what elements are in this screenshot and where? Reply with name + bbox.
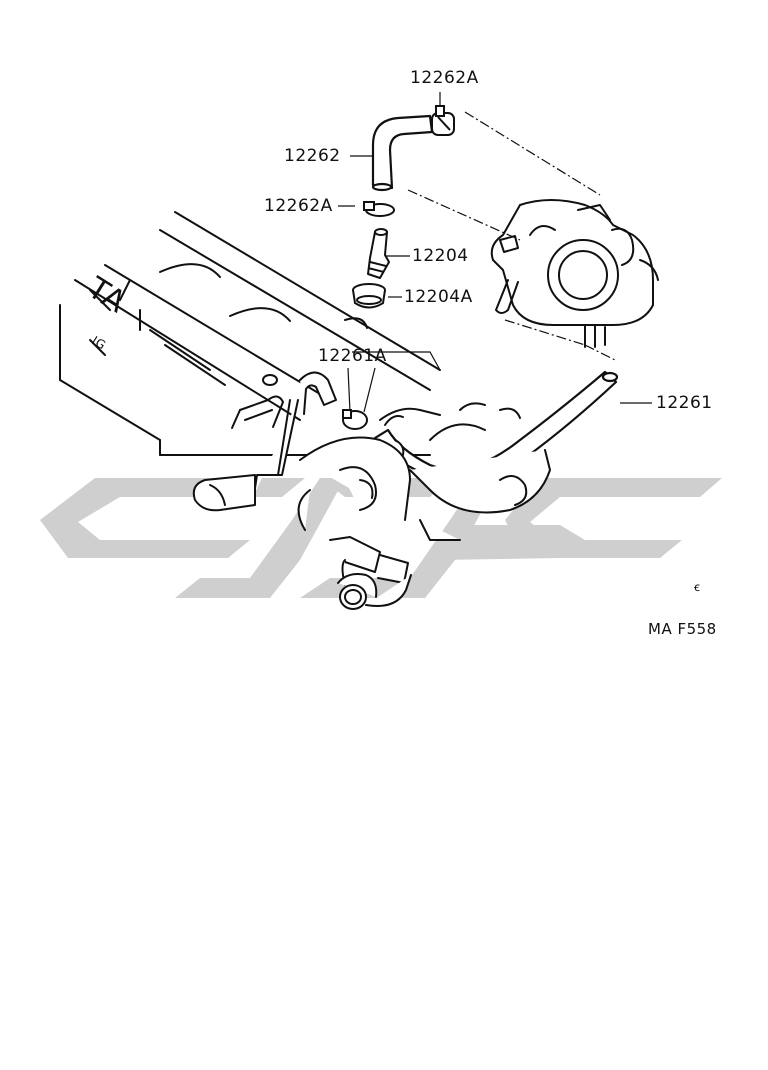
leader-lines (338, 92, 652, 413)
throttle-body (490, 199, 659, 348)
part-label-12262A-mid[interactable]: 12262A (264, 196, 333, 216)
small-mark: ꞓ (694, 580, 701, 594)
valve-12204 (367, 228, 390, 279)
part-label-12262[interactable]: 12262 (284, 146, 341, 166)
clamp-12261A (342, 409, 368, 430)
engine-head-cover (59, 211, 441, 456)
part-label-12261A[interactable]: 12261A (318, 346, 387, 366)
part-label-12204A[interactable]: 12204A (404, 287, 473, 307)
water-outlet-assembly (192, 371, 551, 610)
hose-12262 (371, 114, 434, 192)
clamp-12262A-top (431, 105, 455, 136)
part-label-12204[interactable]: 12204 (412, 246, 469, 266)
diagram-code: MA F558 (648, 620, 717, 638)
grommet-12204A (352, 283, 386, 309)
part-label-12262A-top[interactable]: 12262A (410, 68, 479, 88)
part-label-12261[interactable]: 12261 (656, 393, 713, 413)
clamp-12262A-mid (363, 201, 395, 217)
